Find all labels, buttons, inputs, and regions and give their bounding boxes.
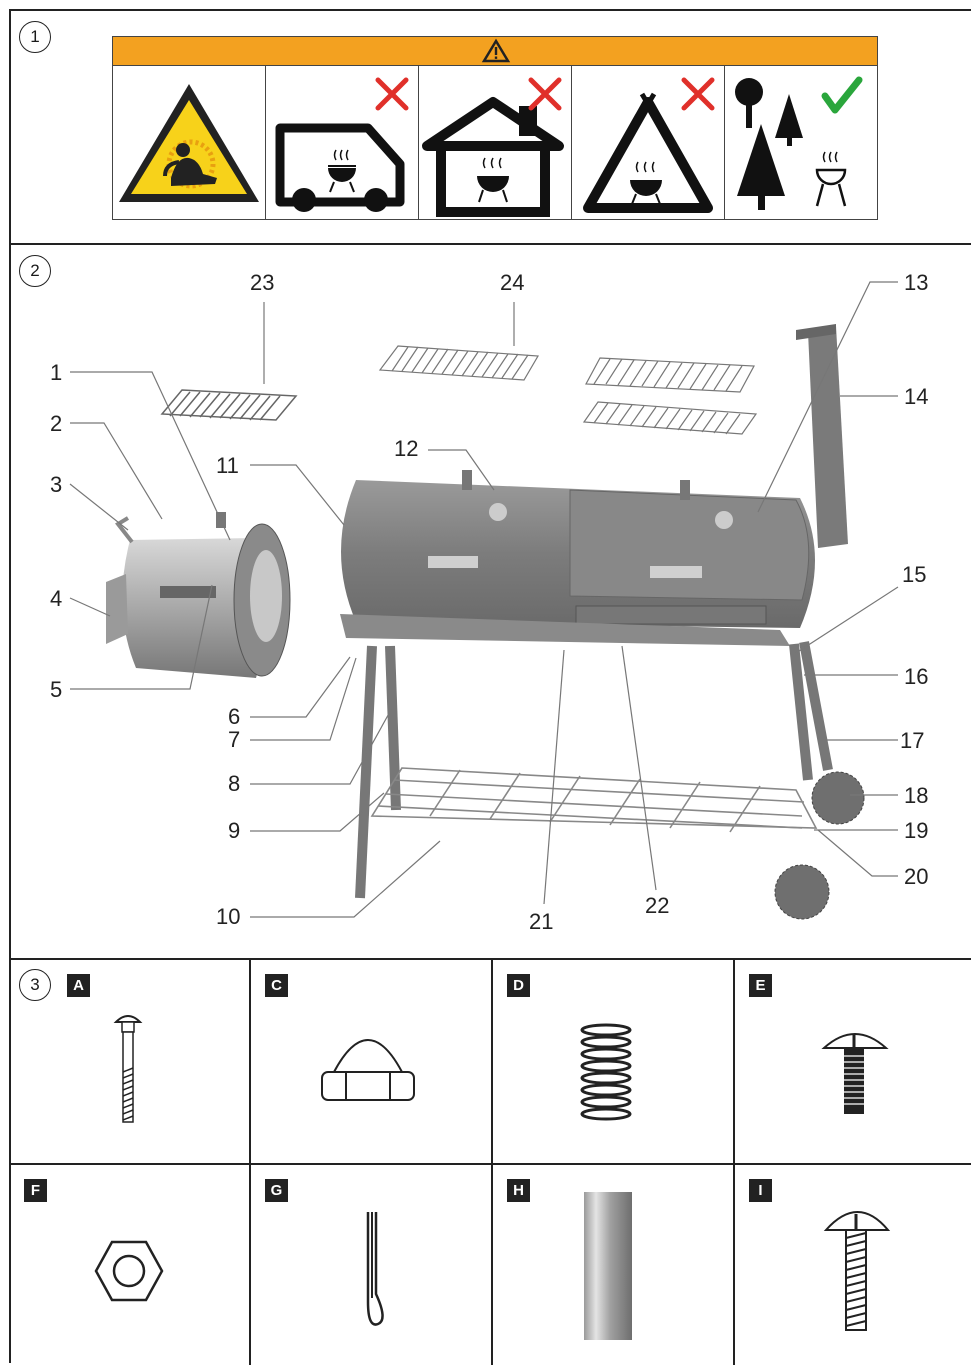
parts-col-divider-2 xyxy=(491,958,493,1365)
section-number-2: 2 xyxy=(19,255,51,287)
callout-15: 15 xyxy=(902,562,927,587)
part-label-d: D xyxy=(507,974,530,997)
callout-22: 22 xyxy=(645,893,670,918)
callout-12: 12 xyxy=(394,436,419,461)
warning-triangle-icon xyxy=(481,38,511,63)
callout-5: 5 xyxy=(50,677,63,702)
callout-4: 4 xyxy=(50,586,63,611)
tube-icon xyxy=(584,1192,632,1340)
bottom-rack xyxy=(370,767,818,833)
hex-nut-icon xyxy=(94,1240,164,1302)
cooking-grate-23 xyxy=(160,389,298,421)
section-divider-2 xyxy=(9,958,971,960)
leader-lines xyxy=(69,281,899,918)
cotter-pin-icon xyxy=(366,1212,384,1326)
no-vehicle-icon xyxy=(266,66,419,219)
callout-24: 24 xyxy=(500,270,525,295)
part-label-c: C xyxy=(265,974,288,997)
callout-9: 9 xyxy=(228,818,241,843)
spring-icon xyxy=(580,1023,632,1121)
callout-20: 20 xyxy=(904,864,929,889)
callout-8: 8 xyxy=(228,771,241,796)
outdoor-ok-icon xyxy=(725,66,877,219)
callout-7: 7 xyxy=(228,727,241,752)
cooking-grate-24 xyxy=(378,345,758,435)
smoker-diagram xyxy=(69,281,899,920)
callout-1: 1 xyxy=(50,360,63,385)
wheels xyxy=(774,771,865,920)
long-screw-icon xyxy=(823,1211,891,1331)
callout-6: 6 xyxy=(228,704,241,729)
callout-3: 3 xyxy=(50,472,63,497)
callout-14: 14 xyxy=(904,384,929,409)
callout-21: 21 xyxy=(529,909,554,934)
page-frame xyxy=(9,9,971,1363)
callout-17: 17 xyxy=(900,728,925,753)
parts-row-divider xyxy=(9,1163,971,1165)
carriage-bolt-icon xyxy=(113,1015,143,1123)
no-tent-icon xyxy=(572,66,725,219)
section-number-1: 1 xyxy=(19,21,51,53)
cap-nut-icon xyxy=(321,1039,415,1101)
callout-13: 13 xyxy=(904,270,929,295)
cooking-chamber xyxy=(340,324,848,646)
burn-hazard-icon xyxy=(113,66,266,219)
callout-19: 19 xyxy=(904,818,929,843)
parts-col-divider-1 xyxy=(249,958,251,1365)
part-label-e: E xyxy=(749,974,772,997)
callout-16: 16 xyxy=(904,664,929,689)
callout-10: 10 xyxy=(216,904,241,929)
callout-11: 11 xyxy=(216,453,239,478)
part-label-i: I xyxy=(749,1179,772,1202)
parts-col-divider-3 xyxy=(733,958,735,1365)
firebox xyxy=(106,512,291,678)
screw-icon xyxy=(821,1033,889,1114)
part-label-a: A xyxy=(67,974,90,997)
callout-18: 18 xyxy=(904,783,929,808)
part-label-f: F xyxy=(24,1179,47,1202)
section-number-3: 3 xyxy=(19,969,51,1001)
legs xyxy=(355,641,833,899)
part-label-h: H xyxy=(507,1179,530,1202)
no-indoor-icon xyxy=(419,66,572,219)
callout-2: 2 xyxy=(50,411,63,436)
part-label-g: G xyxy=(265,1179,288,1202)
section-divider-1 xyxy=(9,243,971,245)
warning-strip xyxy=(112,36,878,66)
callout-23: 23 xyxy=(250,270,275,295)
warning-pictogram-row xyxy=(112,66,878,220)
